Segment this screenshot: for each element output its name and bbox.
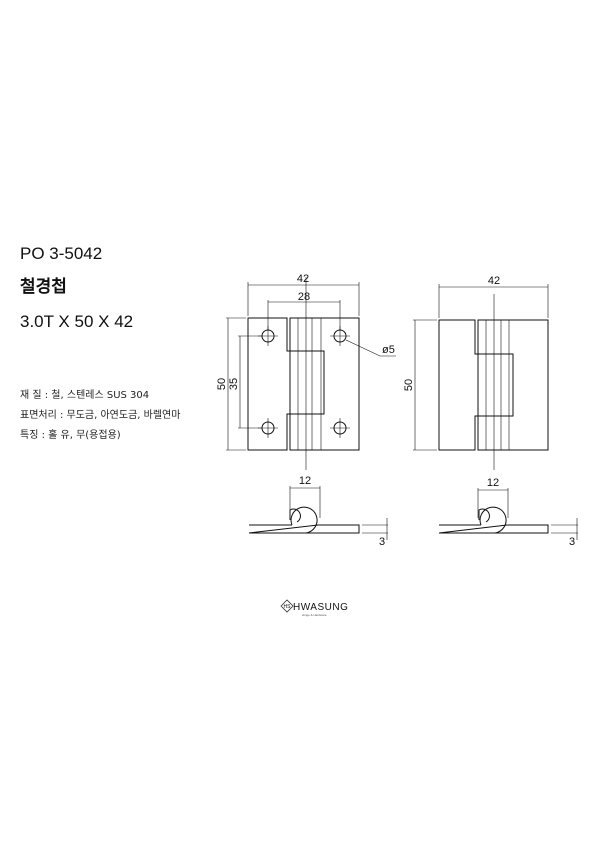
dim-thickness: 3 <box>379 536 385 548</box>
right-leaf <box>289 317 360 451</box>
product-code: PO 3-5042 <box>20 244 103 263</box>
dim-hole-vertical: 35 <box>228 378 240 390</box>
front-view-no-holes: 42 50 <box>403 275 549 470</box>
dim-knuckle: 12 <box>487 477 499 489</box>
side-section-view-right: 12 3 <box>438 477 578 548</box>
side-section-view-left: 12 3 <box>248 475 388 548</box>
spec-surface: 표면처리 : 무도금, 아연도금, 바렐연마 <box>20 410 181 421</box>
dim-knuckle: 12 <box>299 475 311 487</box>
spec-material: 재 질 : 철, 스텐레스 SUS 304 <box>20 390 150 401</box>
dim-width: 42 <box>488 275 500 287</box>
hwasung-logo: HS HWASUNG Hinge & Hardware <box>280 599 348 617</box>
dim-height: 50 <box>216 378 228 390</box>
logo-diamond-icon <box>280 599 294 613</box>
svg-text:HWASUNG: HWASUNG <box>293 602 348 613</box>
left-leaf <box>438 319 514 451</box>
hole-icon <box>330 418 350 438</box>
dim-thickness: 3 <box>569 536 575 548</box>
mounting-holes <box>258 326 350 438</box>
left-leaf <box>247 317 325 451</box>
product-name: 철경첩 <box>20 277 67 297</box>
front-view-with-holes: 42 28 50 35 ø5 <box>216 273 396 470</box>
dim-hole-diameter: ø5 <box>382 344 395 356</box>
spec-feature: 특징 : 홀 유, 무(용접용) <box>20 430 121 441</box>
product-size: 3.0T X 50 X 42 <box>20 312 134 331</box>
dim-hole-pitch: 28 <box>298 291 310 303</box>
right-leaf <box>477 319 549 451</box>
svg-text:HS: HS <box>284 604 292 610</box>
dim-height: 50 <box>403 379 415 391</box>
dim-width: 42 <box>297 273 309 285</box>
svg-text:Hinge & Hardware: Hinge & Hardware <box>302 613 327 617</box>
